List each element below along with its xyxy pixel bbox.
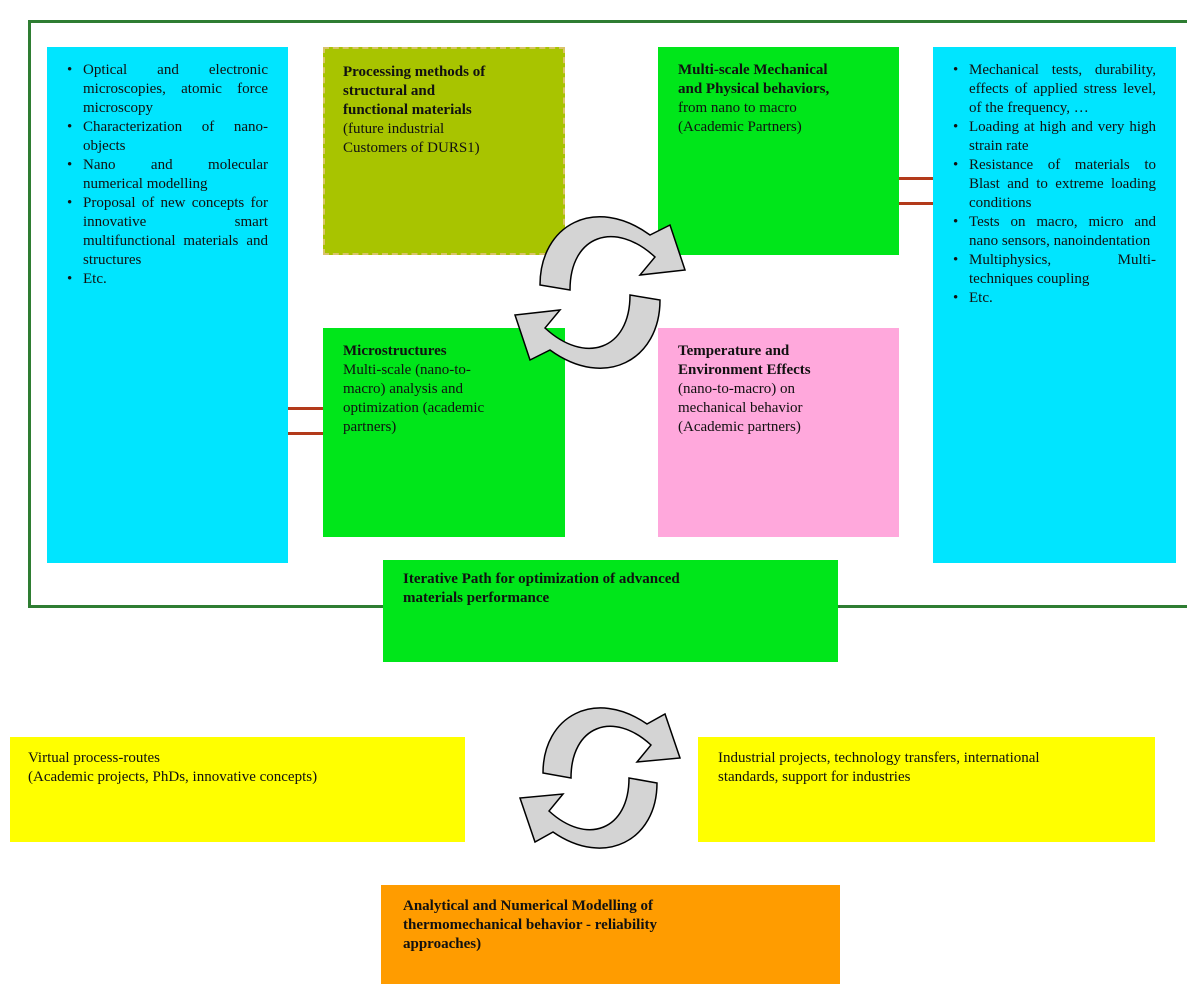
processing-methods-box: Processing methods of structural and fun… bbox=[323, 47, 565, 255]
list-item: Mechanical tests, durability, effects of… bbox=[947, 61, 1156, 118]
temperature-effects-box: Temperature and Environment Effects (nan… bbox=[658, 328, 899, 537]
cycle-arrows-icon bbox=[518, 707, 682, 849]
list-item: Tests on macro, micro and nano sensors, … bbox=[947, 213, 1156, 251]
multiscale-title: Multi-scale Mechanical and Physical beha… bbox=[678, 62, 830, 97]
multiscale-body: from nano to macro (Academic Partners) bbox=[678, 100, 802, 135]
analytical-title: Analytical and Numerical Modelling of th… bbox=[403, 898, 657, 952]
connector-line bbox=[288, 407, 323, 410]
cycle-arrows-icon bbox=[513, 216, 687, 369]
list-item: Etc. bbox=[947, 289, 1156, 308]
list-item: Proposal of new concepts for innovative … bbox=[61, 194, 268, 270]
processing-body: (future industrial Customers of DURS1) bbox=[343, 121, 480, 156]
virtual-body: Virtual process-routes (Academic project… bbox=[28, 750, 318, 785]
industrial-projects-box: Industrial projects, technology transfer… bbox=[698, 737, 1155, 842]
list-item: Resistance of materials to Blast and to … bbox=[947, 156, 1156, 213]
microstructures-box: Microstructures Multi-scale (nano-to- ma… bbox=[323, 328, 565, 537]
list-item: Optical and electronic microscopies, ato… bbox=[61, 61, 268, 118]
virtual-routes-box: Virtual process-routes (Academic project… bbox=[10, 737, 465, 842]
iterative-path-box: Iterative Path for optimization of advan… bbox=[383, 560, 838, 662]
analytical-modelling-box: Analytical and Numerical Modelling of th… bbox=[381, 885, 840, 984]
processing-title: Processing methods of structural and fun… bbox=[343, 64, 486, 118]
connector-line bbox=[288, 432, 323, 435]
left-techniques-box: Optical and electronic microscopies, ato… bbox=[47, 47, 288, 563]
list-item: Characterization of nano-objects bbox=[61, 118, 268, 156]
microstructures-body: Multi-scale (nano-to- macro) analysis an… bbox=[343, 362, 485, 435]
iterative-title: Iterative Path for optimization of advan… bbox=[403, 571, 680, 606]
list-item: Loading at high and very high strain rat… bbox=[947, 118, 1156, 156]
left-techniques-list: Optical and electronic microscopies, ato… bbox=[61, 61, 268, 289]
connector-line bbox=[899, 177, 933, 180]
temperature-body: (nano-to-macro) on mechanical behavior (… bbox=[678, 381, 803, 435]
right-tests-list: Mechanical tests, durability, effects of… bbox=[947, 61, 1156, 308]
list-item: Etc. bbox=[61, 270, 268, 289]
industrial-body: Industrial projects, technology transfer… bbox=[718, 750, 1040, 785]
list-item: Nano and molecular numerical modelling bbox=[61, 156, 268, 194]
connector-line bbox=[899, 202, 933, 205]
right-tests-box: Mechanical tests, durability, effects of… bbox=[933, 47, 1176, 563]
multiscale-behaviors-box: Multi-scale Mechanical and Physical beha… bbox=[658, 47, 899, 255]
microstructures-title: Microstructures bbox=[343, 343, 447, 359]
temperature-title: Temperature and Environment Effects bbox=[678, 343, 811, 378]
list-item: Multiphysics, Multi-techniques coupling bbox=[947, 251, 1156, 289]
